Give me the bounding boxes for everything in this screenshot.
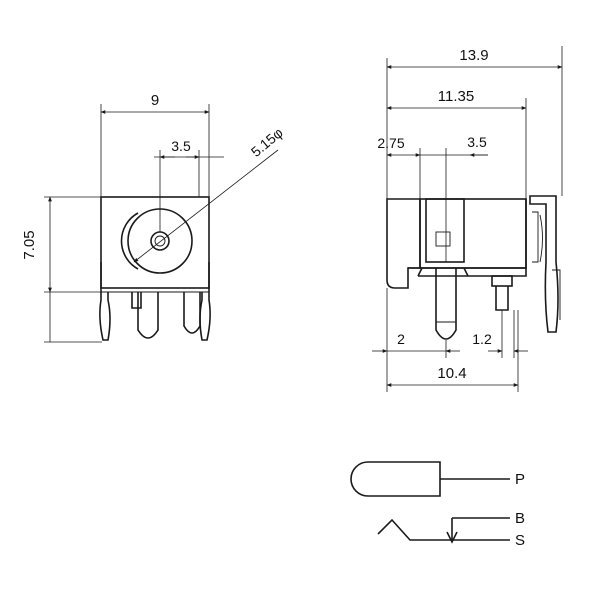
schematic-label-s: S <box>515 532 525 549</box>
front-right-terminal <box>199 262 211 341</box>
socket-hole <box>150 231 170 251</box>
front-right-pin <box>183 292 201 334</box>
side-view: 13.9 11.35 2.75 3.5 2 1.2 10.4 <box>372 46 563 392</box>
dim-side-3-5: 3.5 <box>467 134 487 150</box>
schematic-label-b: B <box>515 510 525 527</box>
dim-side-10-4: 10.4 <box>437 365 466 382</box>
front-view: 9 3.5 5.15φ 7.05 <box>21 92 286 343</box>
side-window <box>435 231 451 247</box>
side-right-bracket <box>525 195 559 333</box>
front-center-pin <box>137 292 159 339</box>
side-body <box>386 198 421 289</box>
schematic-label-p: P <box>515 471 525 488</box>
dim-front-width: 9 <box>151 92 159 109</box>
dim-side-2-75: 2.75 <box>377 135 404 151</box>
front-short-pin <box>131 292 142 309</box>
dim-front-pitch: 3.5 <box>171 138 191 154</box>
dim-side-total: 13.9 <box>459 47 488 64</box>
side-long-pin <box>435 268 457 340</box>
dim-front-height: 7.05 <box>21 230 38 259</box>
dim-side-1-2: 1.2 <box>472 331 492 347</box>
front-left-terminal <box>99 262 111 341</box>
jack-schematic: P B S <box>350 461 525 549</box>
dim-side-11-35: 11.35 <box>438 88 474 105</box>
schematic-sleeve <box>377 518 510 541</box>
side-short-pin <box>495 286 509 311</box>
dim-side-2: 2 <box>397 331 405 347</box>
dim-front-hole-dia: 5.15φ <box>248 124 286 160</box>
schematic-plug-tip <box>350 461 441 497</box>
